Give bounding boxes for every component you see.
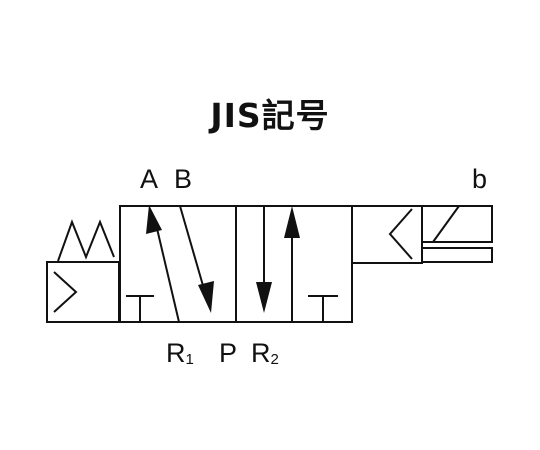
flow-line-r1-a [154, 219, 180, 323]
solenoid-coil-base [421, 247, 493, 263]
arrowhead-p-down [256, 282, 272, 313]
solenoid-coil-frame [422, 205, 493, 243]
solenoid-coil-diagonal [432, 205, 460, 243]
port-label-p: P [219, 338, 238, 368]
diagram-title: JIS記号 [210, 96, 330, 135]
port-label-b: B [174, 164, 193, 194]
manual-operator-chevron [53, 271, 78, 313]
solenoid-label-b: b [472, 164, 488, 194]
arrowhead-r2-up [284, 206, 300, 238]
valve-position-left [119, 205, 237, 323]
arrowhead-a [146, 205, 162, 234]
port-label-r2: R2 [251, 338, 279, 368]
manual-operator-box [46, 261, 120, 323]
flow-line-b-p [179, 205, 207, 297]
port-label-a: A [140, 164, 159, 194]
solenoid-chevron [388, 208, 413, 260]
port-label-r1: R1 [166, 338, 194, 368]
arrowhead-b [198, 281, 214, 313]
spring-symbol [57, 219, 115, 262]
solenoid-box [351, 205, 423, 264]
